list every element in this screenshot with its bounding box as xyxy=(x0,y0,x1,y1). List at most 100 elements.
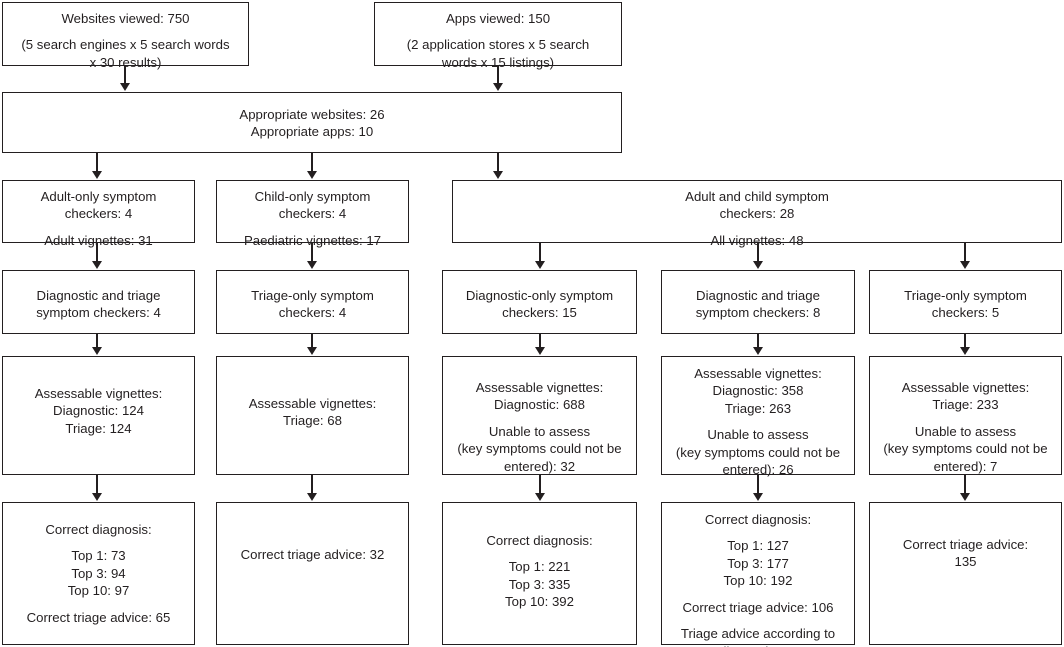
node-assessable-ac-diagnostic: Assessable vignettes: Diagnostic: 688 Un… xyxy=(442,356,637,475)
node-assessable-ac-triage: Assessable vignettes: Triage: 233 Unable… xyxy=(869,356,1062,475)
node-child-triage-only-line1: Triage-only symptom xyxy=(251,288,374,303)
node-result-adult: Correct diagnosis: Top 1: 73 Top 3: 94 T… xyxy=(2,502,195,645)
node-assess-ac-diag-line1: Assessable vignettes: xyxy=(475,380,604,395)
node-assess-ac-diag-line2: Diagnostic: 688 xyxy=(494,397,585,413)
node-adult-only-line1: Adult-only symptom xyxy=(40,189,157,204)
node-adult-only-line3: Adult vignettes: 31 xyxy=(44,232,153,248)
node-assess-child-line2: Triage: 68 xyxy=(283,413,342,429)
arrowhead-r5c3-to-r6c3 xyxy=(535,493,545,501)
node-result-ac-diag-line2: Top 1: 221 xyxy=(508,559,571,575)
node-assess-ac-dt-line5: (key symptoms could not be xyxy=(675,444,841,460)
arrowhead-r5c5-to-r6c5 xyxy=(960,493,970,501)
node-assess-ac-diag-line3: Unable to assess xyxy=(488,423,591,439)
node-child-only-line1: Child-only symptom xyxy=(254,189,371,204)
node-result-ac-triage-line2: 135 xyxy=(954,554,977,570)
node-result-ac-dt-line4: Top 10: 192 xyxy=(723,573,793,589)
connector-adult-only-to-diag-triage xyxy=(96,243,98,262)
node-assess-ac-dt-line4: Unable to assess xyxy=(707,427,809,443)
node-apps-viewed-line2: (2 application stores x 5 search xyxy=(406,37,590,53)
node-adult-diag-triage-line2: symptom checkers: 4 xyxy=(36,305,161,321)
node-ac-triage-only: Triage-only symptom checkers: 5 xyxy=(869,270,1062,334)
node-result-ac-diag-line4: Top 10: 392 xyxy=(505,594,574,610)
node-adult-diagnostic-and-triage: Diagnostic and triage symptom checkers: … xyxy=(2,270,195,334)
node-adult-diag-triage-line1: Diagnostic and triage xyxy=(36,288,161,303)
node-child-only-symptom-checkers: Child-only symptom checkers: 4 Paediatri… xyxy=(216,180,409,248)
arrowhead-r5c4-to-r6c4 xyxy=(753,493,763,501)
node-child-triage-only: Triage-only symptom checkers: 4 xyxy=(216,270,409,334)
node-assessable-ac-diag-triage: Assessable vignettes: Diagnostic: 358 Tr… xyxy=(661,356,855,478)
node-ac-diagnostic-and-triage: Diagnostic and triage symptom checkers: … xyxy=(661,270,855,334)
node-adult-and-child-symptom-checkers: Adult and child symptom checkers: 28 All… xyxy=(452,180,1062,248)
node-apps-viewed-line1: Apps viewed: 150 xyxy=(445,11,551,26)
node-child-only-line3: Paediatric vignettes: 17 xyxy=(243,232,382,248)
arrowhead-r5c1-to-r6c1 xyxy=(92,493,102,501)
node-ac-diagnostic-only: Diagnostic-only symptom checkers: 15 xyxy=(442,270,637,334)
node-adult-and-child-line1: Adult and child symptom xyxy=(685,189,829,204)
node-result-ac-diagnostic: Correct diagnosis: Top 1: 221 Top 3: 335… xyxy=(442,502,637,645)
node-adult-only-symptom-checkers: Adult-only symptom checkers: 4 Adult vig… xyxy=(2,180,195,248)
node-assess-ac-triage-line1: Assessable vignettes: xyxy=(901,380,1030,395)
arrowhead-ac-to-diag-only xyxy=(535,261,545,269)
node-result-adult-line2: Top 1: 73 xyxy=(71,548,126,564)
node-child-only-line2: checkers: 4 xyxy=(278,206,347,222)
node-result-ac-diag-triage: Correct diagnosis: Top 1: 127 Top 3: 177… xyxy=(661,502,855,647)
arrowhead-r4c3-to-r5c3 xyxy=(535,347,545,355)
node-assess-ac-triage-line3: Unable to assess xyxy=(914,423,1017,439)
node-assess-ac-dt-line2: Diagnostic: 358 xyxy=(712,383,804,399)
arrowhead-child-only-to-triage-only xyxy=(307,261,317,269)
connector-r4c1-to-r5c1 xyxy=(96,334,98,348)
node-result-ac-triage-line1: Correct triage advice: xyxy=(902,537,1029,552)
node-apps-viewed-line3: words x 15 listings) xyxy=(441,54,555,70)
connector-r5c1-to-r6c1 xyxy=(96,475,98,494)
node-result-ac-triage: Correct triage advice: 135 xyxy=(869,502,1062,645)
node-result-ac-dt-line2: Top 1: 127 xyxy=(727,538,789,554)
connector-r5c5-to-r6c5 xyxy=(964,475,966,494)
node-appropriate-line1: Appropriate websites: 26 xyxy=(239,106,385,122)
node-websites-viewed-line2: (5 search engines x 5 search words xyxy=(21,37,230,53)
connector-r4c5-to-r5c5 xyxy=(964,334,966,348)
node-ac-diag-triage-line2: symptom checkers: 8 xyxy=(695,305,821,321)
connector-appropriate-to-adult-only xyxy=(96,153,98,172)
node-assess-ac-triage-line5: entered): 7 xyxy=(933,458,998,474)
node-assess-ac-diag-line4: (key symptoms could not be xyxy=(457,441,622,457)
node-result-adult-line3: Top 3: 94 xyxy=(71,565,126,581)
node-result-adult-line1: Correct diagnosis: xyxy=(45,522,152,537)
connector-apps-to-appropriate xyxy=(497,66,499,85)
connector-r4c2-to-r5c2 xyxy=(311,334,313,348)
node-apps-viewed: Apps viewed: 150 (2 application stores x… xyxy=(374,2,622,70)
node-assess-ac-dt-line6: entered): 26 xyxy=(722,462,794,478)
node-result-ac-dt-line7: diagnosis: 94 xyxy=(719,643,797,647)
arrowhead-r4c5-to-r5c5 xyxy=(960,347,970,355)
node-assess-adult-line2: Diagnostic: 124 xyxy=(53,403,144,419)
node-child-triage-only-line2: checkers: 4 xyxy=(278,305,347,321)
node-adult-and-child-line3: All vignettes: 48 xyxy=(710,232,804,248)
node-assess-ac-dt-line1: Assessable vignettes: xyxy=(694,366,822,381)
node-adult-only-line2: checkers: 4 xyxy=(64,206,133,222)
node-result-ac-dt-line5: Correct triage advice: 106 xyxy=(682,599,834,615)
connector-ac-to-diag-only xyxy=(539,243,541,262)
node-ac-diag-triage-line1: Diagnostic and triage xyxy=(696,288,820,303)
node-ac-triage-only-line1: Triage-only symptom xyxy=(904,288,1027,303)
node-assessable-adult: Assessable vignettes: Diagnostic: 124 Tr… xyxy=(2,356,195,475)
node-assess-ac-triage-line2: Triage: 233 xyxy=(932,397,999,413)
node-appropriate: Appropriate websites: 26 Appropriate app… xyxy=(2,92,622,153)
connector-ac-to-diag-triage xyxy=(757,243,759,262)
node-assess-ac-dt-line3: Triage: 263 xyxy=(724,400,792,416)
arrowhead-apps-to-appropriate xyxy=(493,83,503,91)
arrowhead-appropriate-to-child-only xyxy=(307,171,317,179)
node-assess-ac-diag-line5: entered): 32 xyxy=(503,458,576,474)
node-assess-child-line1: Assessable vignettes: xyxy=(248,396,377,411)
arrowhead-ac-to-triage-only xyxy=(960,261,970,269)
node-websites-viewed: Websites viewed: 750 (5 search engines x… xyxy=(2,2,249,70)
node-ac-triage-only-line2: checkers: 5 xyxy=(931,305,1000,321)
node-websites-viewed-line3: x 30 results) xyxy=(89,54,162,70)
node-ac-diag-only-line1: Diagnostic-only symptom xyxy=(465,288,614,303)
node-assess-adult-line1: Assessable vignettes: xyxy=(34,386,163,401)
node-result-ac-dt-line1: Correct diagnosis: xyxy=(704,512,812,527)
node-result-ac-diag-line3: Top 3: 335 xyxy=(508,576,571,592)
connector-websites-to-appropriate xyxy=(124,66,126,85)
arrowhead-appropriate-to-adult-and-child xyxy=(493,171,503,179)
arrowhead-adult-only-to-diag-triage xyxy=(92,261,102,269)
connector-r5c4-to-r6c4 xyxy=(757,475,759,494)
